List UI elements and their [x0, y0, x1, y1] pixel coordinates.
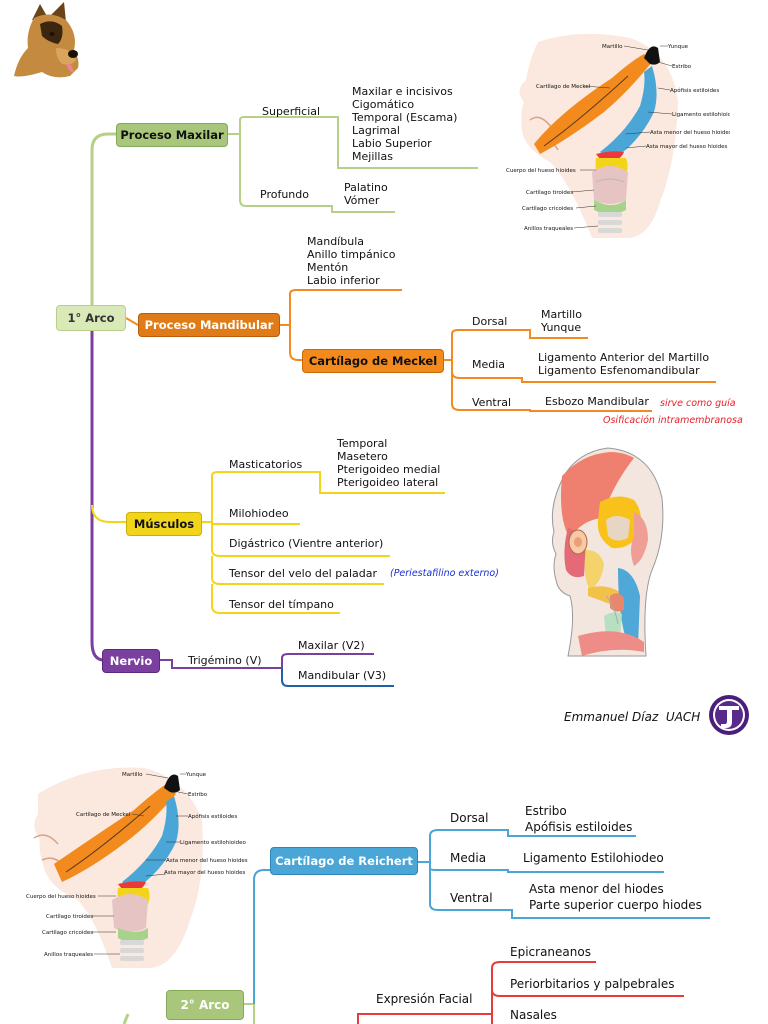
- nervio-node[interactable]: Nervio: [102, 649, 160, 673]
- musculos-node[interactable]: Músculos: [126, 512, 202, 536]
- proceso-maxilar-node[interactable]: Proceso Maxilar: [116, 123, 228, 147]
- head-label-meckel-2: Cartílago de Meckel: [76, 811, 131, 818]
- mandibular-item: Anillo timpánico: [307, 248, 396, 261]
- head-label-anillos-2: Anillos traqueales: [44, 952, 93, 958]
- head-label-ligamento: Ligamento estilohioideo: [672, 112, 730, 118]
- masticatorios-items: Temporal Masetero Pterigoideo medial Pte…: [337, 437, 440, 489]
- profundo-label: Profundo: [260, 188, 309, 201]
- head-label-cricoides-2: Cartílago cricoides: [42, 929, 93, 936]
- pharyngeal-arch-head-diagram-top: [519, 33, 678, 238]
- arco1-root-node[interactable]: 1° Arco: [56, 305, 126, 331]
- meckel-ventral-label: Ventral: [472, 396, 512, 409]
- head-label-asta-mayor-2: Asta mayor del hueso hioides: [164, 870, 246, 876]
- meckel-ventral-item: Esbozo Mandibular: [545, 395, 649, 408]
- head-label-tiroides-2: Cartílago tiroides: [46, 913, 93, 920]
- superficial-item: Lagrimal: [352, 124, 400, 137]
- head-label-meckel: Cartílago de Meckel: [536, 83, 591, 90]
- arco2-root-node[interactable]: 2° Arco: [166, 990, 244, 1020]
- mandibular-item: Mandíbula: [307, 235, 364, 248]
- head-label-yunque-2: Yunque: [185, 772, 207, 778]
- milohiodeo-label: Milohiodeo: [229, 507, 289, 520]
- trigemino-label: Trigémino (V): [188, 654, 262, 667]
- ventral-note-guia: sirve como guía: [660, 398, 736, 409]
- reichert-dorsal-items: Estribo Apófisis estiloides: [525, 803, 632, 835]
- reichert-media-label: Media: [450, 851, 487, 865]
- meckel-media-item: Ligamento Anterior del Martillo: [538, 351, 710, 364]
- expresion-facial-label: Expresión Facial: [376, 992, 473, 1006]
- head-label-ligamento-2: Ligamento estilohioideo: [180, 840, 247, 846]
- masticatorio-item: Masetero: [337, 450, 388, 463]
- reichert-ventral-label: Ventral: [450, 891, 493, 905]
- dog-image: [14, 2, 79, 78]
- head-label-asta-mayor: Asta mayor del hueso hioides: [646, 144, 728, 150]
- meckel-dorsal-label: Dorsal: [472, 315, 508, 328]
- head-label-asta-menor-2: Asta menor del hueso hioides: [166, 858, 248, 864]
- head-label-cuerpo-hioides-2: Cuerpo del hueso hioides: [26, 894, 96, 900]
- head-label-anillos: Anillos traqueales: [524, 226, 573, 232]
- meckel-dorsal-items: Martillo Yunque: [541, 308, 582, 334]
- expresion-item-nasales: Nasales: [510, 1008, 557, 1022]
- meckel-media-items: Ligamento Anterior del Martillo Ligament…: [538, 351, 709, 377]
- digastrico-label: Digástrico (Vientre anterior): [229, 537, 384, 550]
- pharyngeal-arch-head-diagram-bottom: Martillo Yunque Estribo Apófisis estiloi…: [26, 767, 248, 968]
- head-label-apofisis: Apófisis estiloides: [670, 87, 719, 94]
- head-label-asta-menor: Asta menor del hueso hioides: [650, 130, 730, 136]
- head-label-yunque: Yunque: [667, 44, 689, 50]
- head-label-apofisis-2: Apófisis estiloides: [188, 813, 237, 820]
- expresion-item-epicraneanos: Epicraneanos: [510, 945, 591, 959]
- expresion-item-periorbitarios: Periorbitarios y palpebrales: [510, 977, 675, 991]
- mandibular-item: Labio inferior: [307, 274, 380, 287]
- head-label-cricoides: Cartílago cricoides: [522, 205, 573, 212]
- reichert-media-item: Ligamento Estilohiodeo: [523, 851, 664, 865]
- tensor-velo-label: Tensor del velo del paladar: [229, 567, 378, 580]
- nervio-maxilar-label: Maxilar (V2): [298, 639, 365, 652]
- profundo-item: Vómer: [344, 194, 380, 207]
- reichert-ventral-item: Parte superior cuerpo hiodes: [529, 898, 702, 912]
- meckel-media-label: Media: [472, 358, 506, 371]
- profundo-item: Palatino: [344, 181, 388, 194]
- superficial-items: Maxilar e incisivos Cigomático Temporal …: [352, 85, 457, 163]
- superficial-label: Superficial: [262, 105, 321, 118]
- tensor-timpano-label: Tensor del tímpano: [229, 598, 334, 611]
- mandibular-item: Mentón: [307, 261, 349, 274]
- nervio-mandibular-label: Mandibular (V3): [298, 669, 387, 682]
- masticatorio-item: Pterigoideo medial: [337, 463, 441, 476]
- meckel-node[interactable]: Cartílago de Meckel: [302, 349, 444, 373]
- profundo-items: Palatino Vómer: [344, 181, 388, 207]
- head-label-martillo: Martillo: [602, 44, 623, 50]
- head-label-estribo-2: Estribo: [188, 792, 208, 798]
- superficial-item: Temporal (Escama): [352, 111, 458, 124]
- meckel-media-item: Ligamento Esfenomandibular: [538, 364, 700, 377]
- reichert-dorsal-item: Estribo: [525, 804, 567, 818]
- masticatorio-item: Pterigoideo lateral: [337, 476, 439, 489]
- muscle-head-diagram: [551, 447, 664, 657]
- meckel-dorsal-item: Yunque: [541, 321, 582, 334]
- reichert-dorsal-item: Apófisis estiloides: [525, 820, 633, 834]
- head-label-estribo: Estribo: [672, 64, 692, 70]
- superficial-item: Labio Superior: [352, 137, 432, 150]
- reichert-ventral-item: Asta menor del hiodes: [529, 882, 664, 896]
- reichert-node[interactable]: Cartílago de Reichert: [270, 847, 418, 875]
- superficial-item: Cigomático: [352, 98, 415, 111]
- reichert-ventral-items: Asta menor del hiodes Parte superior cue…: [529, 881, 702, 913]
- masticatorios-label: Masticatorios: [229, 458, 303, 471]
- mandibular-items: Mandíbula Anillo timpánico Mentón Labio …: [307, 235, 396, 287]
- head-label-martillo-2: Martillo: [122, 772, 143, 778]
- reichert-dorsal-label: Dorsal: [450, 811, 489, 825]
- masticatorio-item: Temporal: [337, 437, 388, 450]
- meckel-dorsal-item: Martillo: [541, 308, 582, 321]
- tensor-velo-note: (Periestafilino externo): [390, 568, 499, 579]
- author-credit: Emmanuel Díaz UACH: [564, 710, 701, 724]
- proceso-mandibular-node[interactable]: Proceso Mandibular: [138, 313, 280, 337]
- head-label-tiroides: Cartílago tiroides: [526, 189, 573, 196]
- superficial-item: Maxilar e incisivos: [352, 85, 453, 98]
- ventral-note-osificacion: Osificación intramembranosa: [603, 415, 743, 426]
- head-label-cuerpo-hioides: Cuerpo del hueso hioides: [506, 168, 576, 174]
- superficial-item: Mejillas: [352, 150, 393, 163]
- uach-logo-icon: [709, 695, 749, 735]
